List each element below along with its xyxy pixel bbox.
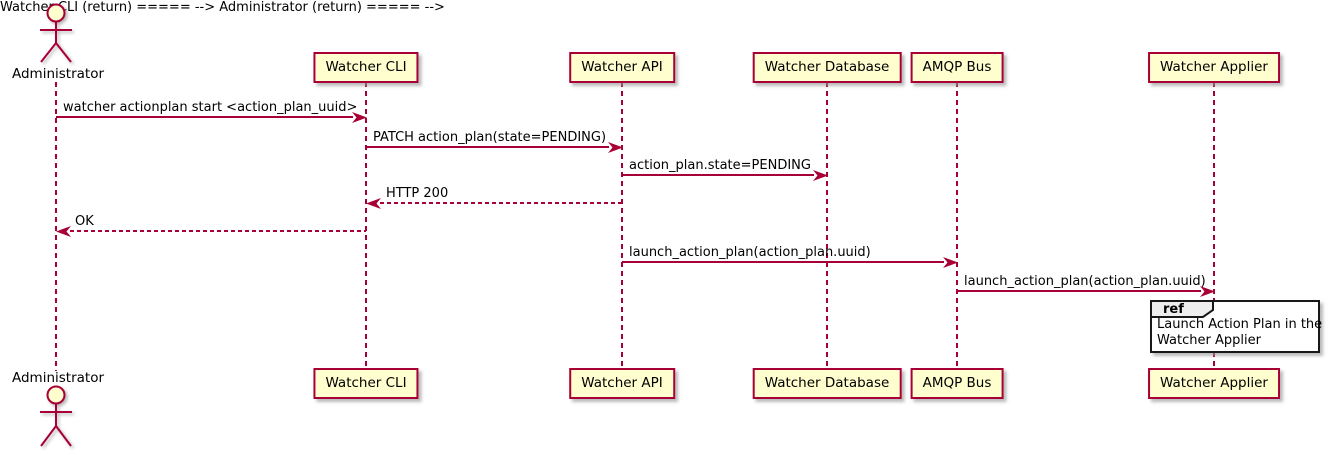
- participant-box-watcher-applier-top: Watcher Applier: [1148, 52, 1280, 83]
- message-label: OK: [75, 214, 94, 229]
- message-line: [622, 174, 814, 176]
- lifeline-amqp-bus: [956, 82, 958, 368]
- participant-box-watcher-database-bottom: Watcher Database: [752, 368, 902, 399]
- lifeline-watcher-api: [621, 82, 623, 368]
- ref-fragment: ref Launch Action Plan in the Watcher Ap…: [1150, 300, 1323, 353]
- message-line: [380, 202, 622, 204]
- arrowhead-right-icon: [813, 170, 828, 181]
- message-line: [56, 116, 353, 118]
- lifeline-watcher-cli: [365, 82, 367, 368]
- arrowhead-right-icon: [1200, 286, 1215, 297]
- actor-icon: [40, 3, 72, 63]
- ref-text-line: Watcher Applier: [1157, 333, 1261, 348]
- arrowhead-left-icon: [366, 198, 381, 209]
- message-label: action_plan.state=PENDING: [629, 158, 811, 173]
- participant-box-watcher-api-bottom: Watcher API: [569, 368, 675, 399]
- participant-box-watcher-cli-bottom: Watcher CLI: [313, 368, 419, 399]
- actor-icon: [40, 385, 72, 447]
- message-label: HTTP 200: [386, 186, 449, 201]
- ref-tab-icon: [1150, 300, 1214, 318]
- message-line: [622, 261, 944, 263]
- participant-box-amqp-bus-top: AMQP Bus: [910, 52, 1004, 83]
- arrowhead-right-icon: [943, 257, 958, 268]
- participant-box-watcher-applier-bottom: Watcher Applier: [1148, 368, 1280, 399]
- message-line: [70, 230, 366, 232]
- message-label: watcher actionplan start <action_plan_uu…: [63, 100, 358, 115]
- message-label: PATCH action_plan(state=PENDING): [373, 130, 607, 145]
- message-label: launch_action_plan(action_plan.uuid): [964, 274, 1206, 289]
- message-label: launch_action_plan(action_plan.uuid): [629, 245, 871, 260]
- participant-box-watcher-database-top: Watcher Database: [752, 52, 902, 83]
- participant-box-watcher-api-top: Watcher API: [569, 52, 675, 83]
- arrowhead-right-icon: [352, 112, 367, 123]
- ref-text-line: Launch Action Plan in the: [1157, 317, 1323, 332]
- ref-keyword: ref: [1163, 302, 1184, 317]
- participant-box-watcher-cli-top: Watcher CLI: [313, 52, 419, 83]
- participant-box-amqp-bus-bottom: AMQP Bus: [910, 368, 1004, 399]
- lifeline-administrator: [55, 82, 57, 371]
- message-line: [366, 146, 609, 148]
- actor-label-administrator-bottom: Administrator: [11, 370, 105, 386]
- arrowhead-left-icon: [56, 226, 71, 237]
- lifeline-watcher-applier: [1213, 82, 1215, 368]
- arrowhead-right-icon: [608, 142, 623, 153]
- message-line: [957, 290, 1201, 292]
- actor-label-administrator-top: Administrator: [11, 66, 105, 82]
- lifeline-watcher-database: [826, 82, 828, 368]
